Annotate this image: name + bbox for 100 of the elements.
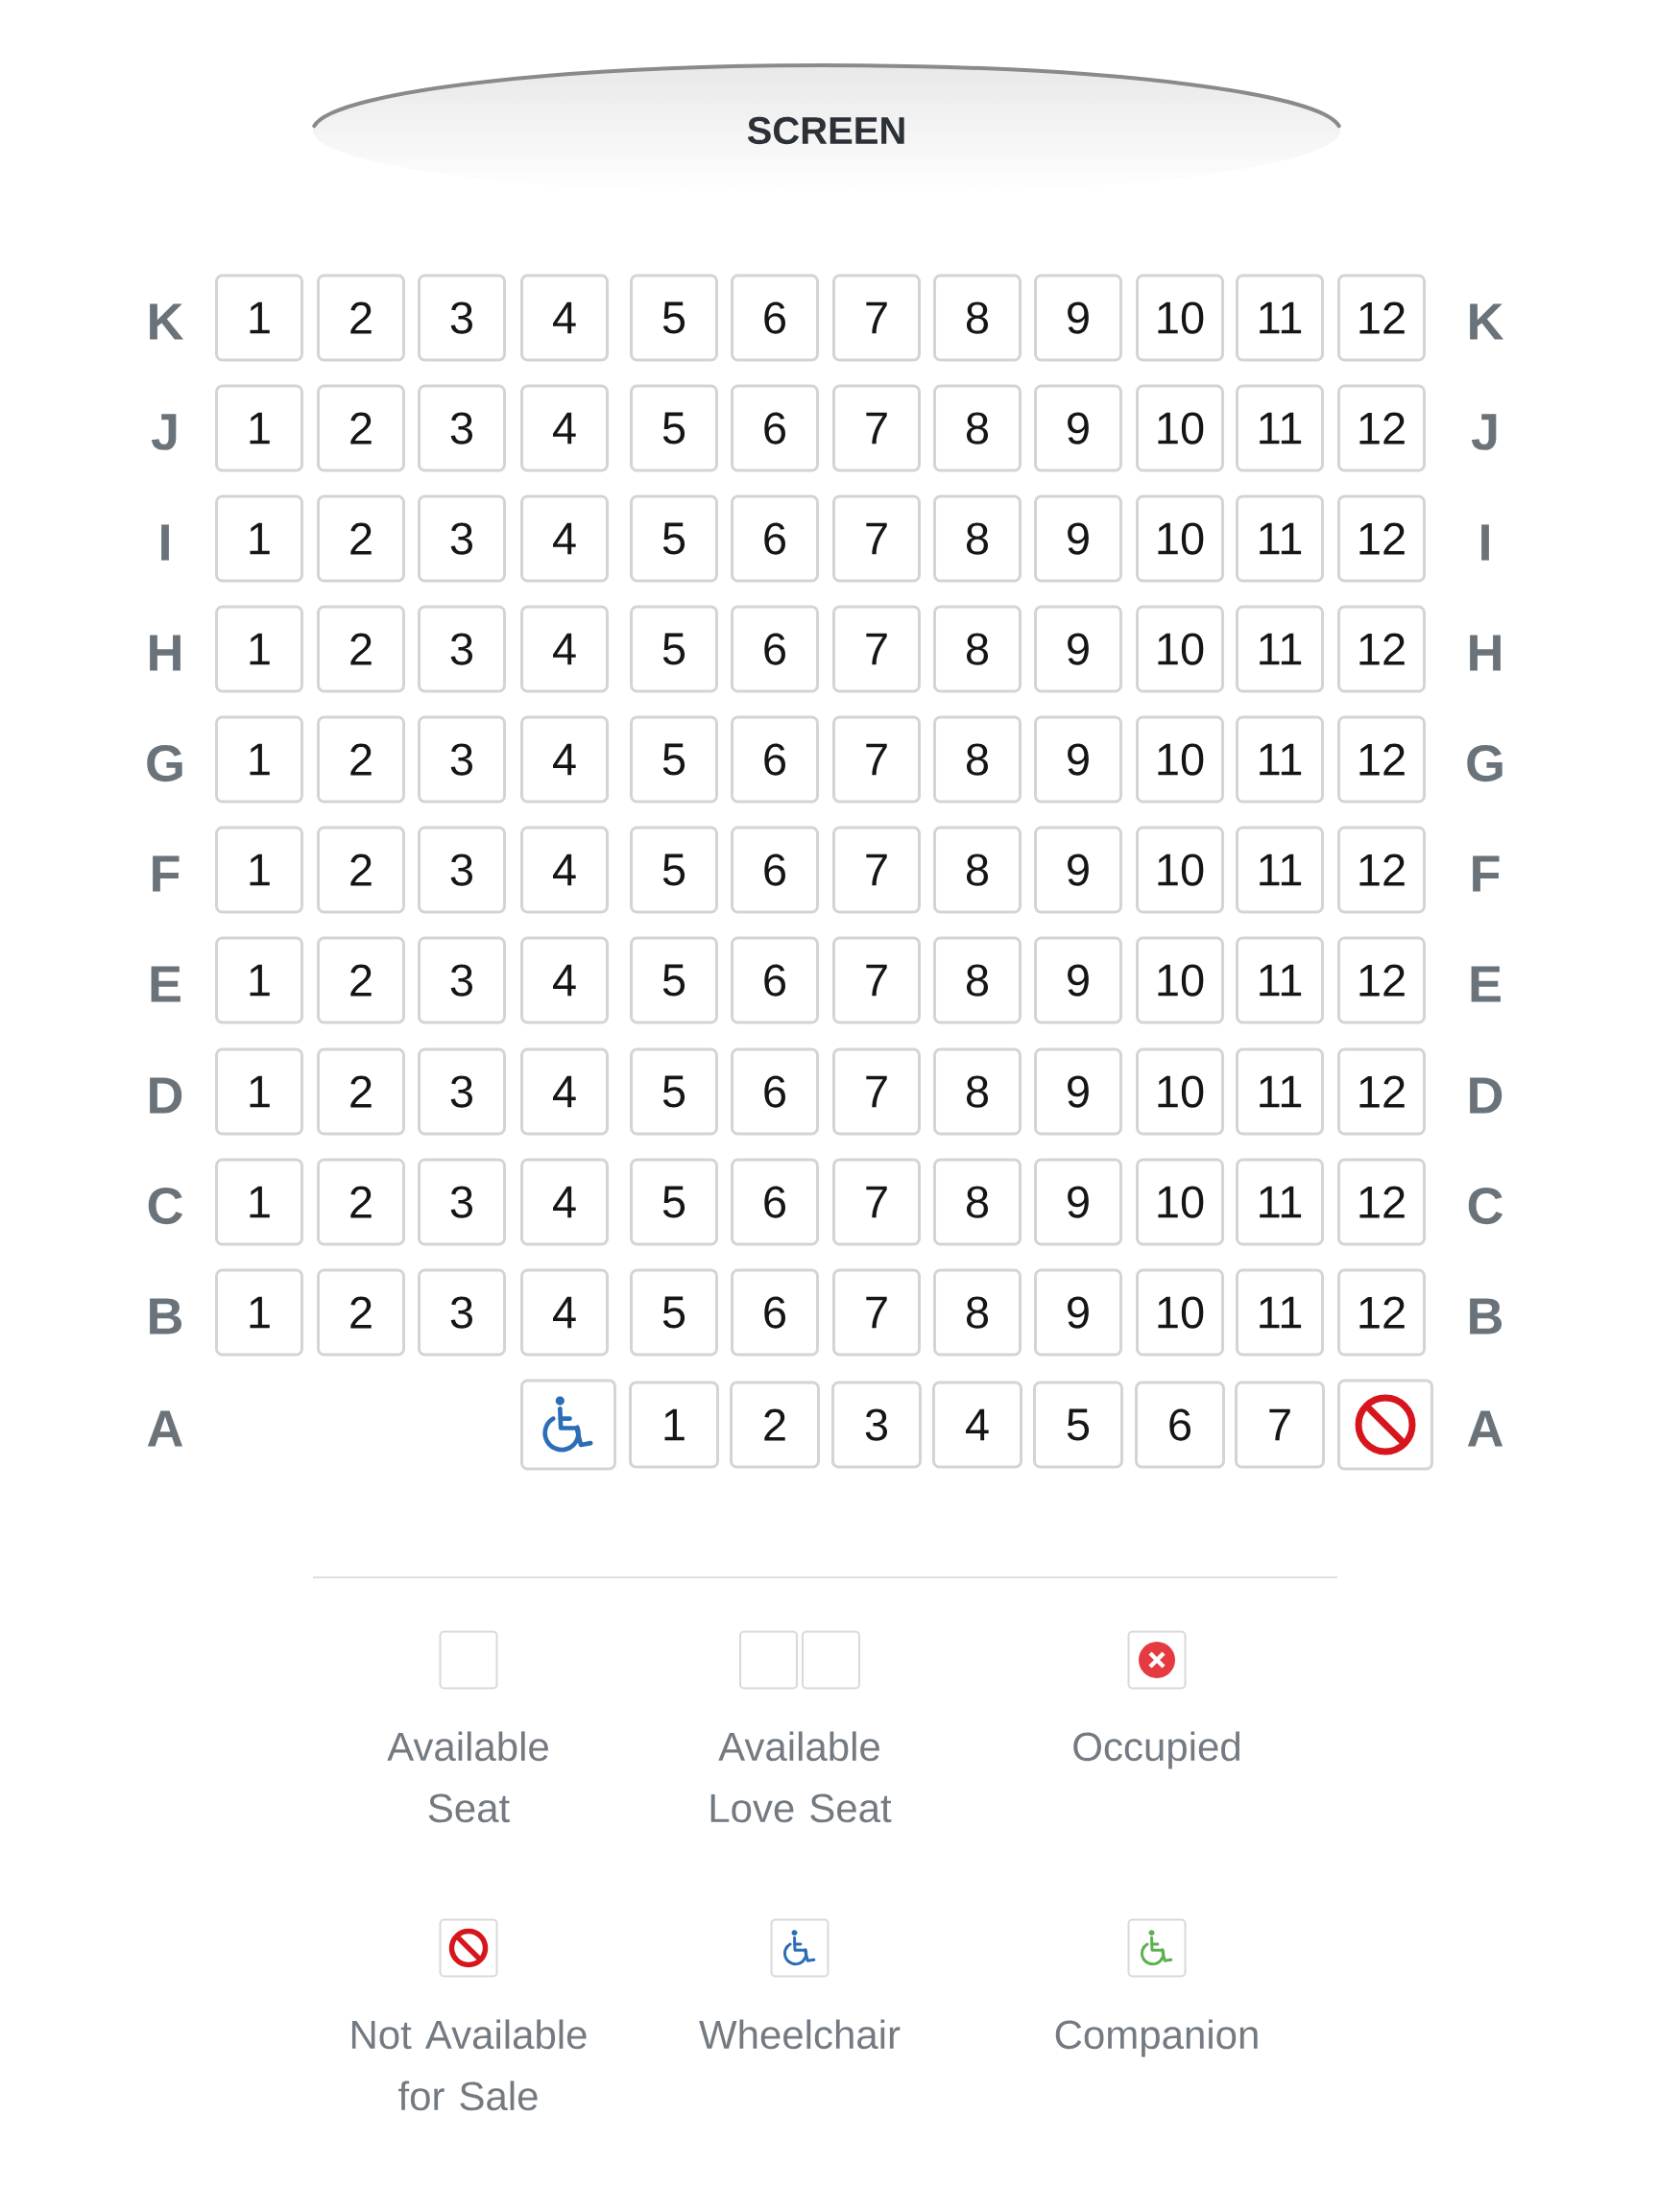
seat-box: 10 [1136,274,1224,362]
seat-box: 5 [630,605,718,693]
row-letter: B [1470,1298,1503,1334]
seat-box: 8 [933,936,1022,1024]
seat-box: 11 [1236,274,1324,362]
seat-box: 11 [1236,605,1324,693]
seat-box: 6 [731,605,819,693]
seat-box: 11 [1236,494,1324,583]
seat-box: 12 [1337,1268,1426,1357]
seat-box: 12 [1337,605,1426,693]
seat-box: 5 [630,274,718,362]
seat-box: 7 [832,1047,921,1136]
seat-box: 10 [1136,1158,1224,1246]
seat-box: 6 [731,715,819,804]
seat-box: 12 [1337,1047,1426,1136]
seat-box: 9 [1034,826,1122,914]
row-letter: K [1470,303,1504,340]
row-letter: J [1471,414,1497,450]
row-letter: D [1470,1077,1503,1114]
row-letter: H [1470,635,1501,671]
seat-box: 6 [731,1047,819,1136]
seat-box: 8 [933,605,1022,693]
row-letter: J [151,414,177,450]
seat-box: 2 [317,1158,405,1246]
legend-text: Companion [1055,2019,1258,2057]
seat-box: 10 [1136,936,1224,1024]
seat-box: 8 [933,494,1022,583]
seat-box: 2 [317,1047,405,1136]
seat-box: 4 [520,274,609,362]
row-letter: G [147,744,182,782]
seat-box: 1 [215,1268,303,1357]
seat-box: 12 [1337,715,1426,804]
seat-box: 5 [630,936,718,1024]
seat-box: 12 [1337,494,1426,583]
seat-box: 1 [215,1158,303,1246]
seat-box: 3 [418,715,506,804]
seat-box: 5 [630,494,718,583]
seat-box: 8 [933,715,1022,804]
legend-text: Available Seat [387,1731,548,1823]
seat-box: 4 [932,1381,1022,1469]
seat-box: 1 [215,936,303,1024]
seat-box: 12 [1337,384,1426,472]
seat-box: 1 [215,274,303,362]
seat-box: 9 [1034,384,1122,472]
seat-box: 4 [520,936,609,1024]
seat-box: 10 [1136,715,1224,804]
seat-box: 9 [1034,605,1122,693]
seat-box: 11 [1236,1158,1324,1246]
seat-box: 11 [1236,936,1324,1024]
seat-box: 6 [731,826,819,914]
seat-box: 8 [933,1158,1022,1246]
seat-box: 4 [520,826,609,914]
seat-box: 2 [317,274,405,362]
seat-box: 1 [215,1047,303,1136]
seat-box: 7 [832,715,921,804]
legend-text: Wheelchair [699,2019,901,2050]
seat-box: 7 [832,1268,921,1357]
seat-box: 6 [1135,1381,1225,1469]
seat-box: 9 [1034,715,1122,804]
seat-box: 9 [1034,274,1122,362]
seat-box: 7 [832,1158,921,1246]
seat-box: 4 [520,605,609,693]
seat-box: 12 [1337,1158,1426,1246]
seat-box: 9 [1034,494,1122,583]
seat-box: 1 [629,1381,719,1469]
seat-box: 4 [520,715,609,804]
seat-box: 1 [215,605,303,693]
seat-box: 5 [630,1158,718,1246]
seat-box: 8 [933,384,1022,472]
seat-box: 3 [418,1047,506,1136]
seat-box: 5 [630,826,718,914]
seat-box: 6 [731,274,819,362]
seat-box: 2 [317,826,405,914]
row-letter: I [161,524,169,561]
row-letter: E [151,966,180,1002]
seat-box: 2 [730,1381,820,1469]
row-letter: B [150,1298,182,1334]
row-letter: A [1467,1410,1503,1447]
seat-box: 3 [418,1268,506,1357]
seat-box: 2 [317,494,405,583]
seat-box: 11 [1236,1047,1324,1136]
seat-box: 11 [1236,1268,1324,1357]
seat-box: 9 [1034,1158,1122,1246]
row-letter: H [150,635,180,671]
seat-box: 2 [317,715,405,804]
seat-box: 11 [1236,826,1324,914]
seat-box: 10 [1136,1047,1224,1136]
seat-box: 1 [215,715,303,804]
row-letter: A [147,1410,183,1447]
seat-box: 4 [520,1047,609,1136]
seat-box: 3 [831,1381,922,1469]
row-letter: G [1467,744,1503,782]
seat-box: 3 [418,274,506,362]
seat-box: 11 [1236,715,1324,804]
seat-box: 8 [933,274,1022,362]
row-letter: I [1481,524,1489,561]
seat-box: 5 [630,384,718,472]
legend-text: Available Love Seat [710,1731,892,1823]
seat-box: 6 [731,384,819,472]
row-letter: F [1473,855,1500,892]
